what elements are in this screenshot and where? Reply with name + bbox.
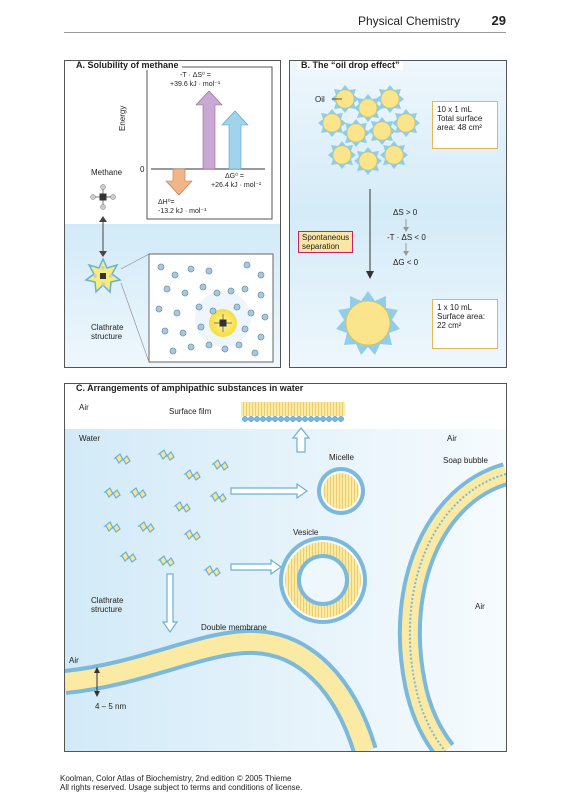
ds-label: ΔS > 0 [393,208,418,217]
footer-line2: All rights reserved. Usage subject to te… [60,783,303,792]
panel-solubility-of-methane: A. Solubility of methane Energy 0 Methan… [64,60,281,368]
dg-arrow [221,110,249,170]
methane-label: Methane [91,168,123,177]
dh-arrow [165,168,193,196]
air-top-label: Air [79,403,89,412]
air-inner-label: Air [475,602,485,611]
oil-label: Oil [315,95,325,104]
clathrate-label-line2: structure [91,332,123,341]
dg-label: ΔG⁰ = [225,173,244,180]
bottom-box-line2: Surface area: [437,312,486,321]
top-box-line3: area: 48 cm² [437,123,482,132]
panel-a-illustration [65,66,280,367]
running-header-title: Physical Chemistry [357,14,460,28]
spontaneous-line2: separation [302,242,340,251]
top-box-line1: 10 x 1 mL [437,105,473,114]
vesicle-label: Vesicle [293,528,319,537]
footer-line1: Koolman, Color Atlas of Biochemistry, 2n… [60,774,292,783]
vesicle [279,536,367,624]
double-membrane-label: Double membrane [201,623,267,632]
spontaneous-line1: Spontaneous [302,233,350,242]
dh-label: ΔH⁰= [158,199,175,206]
dh-value: -13.2 kJ · mol⁻¹ [158,208,207,215]
water-label: Water [79,434,101,443]
surface-film-label: Surface film [169,407,212,416]
micelle [317,467,365,515]
bottom-box-line3: 22 cm² [437,321,462,330]
ts-arrow [195,90,223,170]
large-oil-droplet [336,291,400,355]
top-box-line2: Total surface [437,114,483,123]
panel-c-title: C. Arrangements of amphipathic substance… [73,384,307,393]
soap-bubble-label: Soap bubble [443,456,488,465]
bottom-surface-box: 1 x 10 mL Surface area: 22 cm² [432,299,498,349]
panel-amphipathic-arrangements: C. Arrangements of amphipathic substance… [64,383,507,752]
panel-c-illustration [65,384,506,751]
spontaneous-separation-box: Spontaneous separation [298,231,354,253]
double-membrane [65,628,378,751]
bottom-box-line1: 1 x 10 mL [437,303,473,312]
clathrate-label-line1: Clathrate [91,323,124,332]
zero-label: 0 [140,165,145,174]
air-left-label: Air [69,656,79,665]
clathrate-star-icon [84,257,122,294]
free-amphiphiles [103,449,229,577]
energy-axis-label: Energy [118,105,127,131]
page-number: 29 [491,13,506,28]
ts-value: +39.6 kJ · mol⁻¹ [170,81,221,88]
panel-b-title: B. The “oil drop effect” [298,61,403,70]
dg-label-b: ΔG < 0 [393,258,419,267]
tds-label: -T · ΔS < 0 [387,233,426,242]
dg-value: +26.4 kJ · mol⁻¹ [211,182,262,189]
clathrate-c-line1: Clathrate [91,596,124,605]
air-right-label: Air [447,434,457,443]
panel-a-title: A. Solubility of methane [73,61,182,70]
clathrate-c-line2: structure [91,605,123,614]
soap-bubble-wall [397,462,506,751]
oil-droplets [318,85,420,175]
top-surface-box: 10 x 1 mL Total surface area: 48 cm² [432,101,498,149]
header-rule [64,32,506,33]
thickness-label: 4 – 5 nm [95,702,127,711]
ts-label: -T · ΔS⁰ = [180,72,211,79]
micelle-label: Micelle [329,453,354,462]
methane-molecule-icon [90,184,116,210]
panel-oil-drop-effect: B. The “oil drop effect” Oil 10 x 1 mL T… [289,60,507,368]
